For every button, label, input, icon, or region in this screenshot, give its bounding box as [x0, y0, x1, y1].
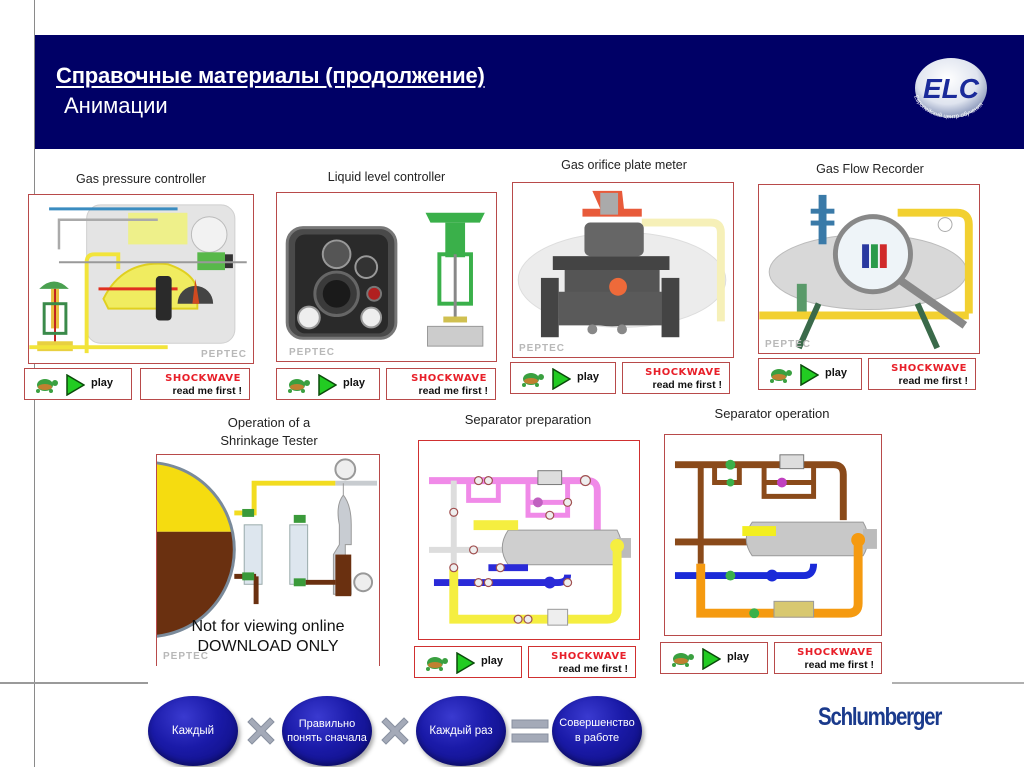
play-button[interactable]: play — [660, 642, 768, 674]
animation-preview[interactable] — [418, 440, 640, 640]
card-title: Gas Flow Recorder — [816, 162, 924, 176]
bottom-rule-left — [0, 682, 148, 684]
shockwave-label: SHOCKWAVE — [891, 363, 967, 374]
watermark: PEPTEC — [765, 339, 812, 350]
shockwave-info-button[interactable]: SHOCKWAVE read me first ! — [774, 642, 882, 674]
gas-orifice-plate-meter-diagram — [517, 190, 727, 338]
play-icon — [66, 374, 85, 396]
shockwave-label: SHOCKWAVE — [411, 373, 487, 384]
equals-icon — [511, 719, 549, 743]
play-button[interactable]: play — [758, 358, 862, 390]
shockwave-info-button[interactable]: SHOCKWAVE read me first ! — [140, 368, 250, 400]
play-icon — [552, 368, 571, 390]
card-title: Separator operation — [714, 406, 830, 421]
animation-card-shrinkage-tester: Operation of a Shrinkage Tester — [156, 414, 382, 684]
animation-card-gas-flow-recorder: Gas Flow Recorder PEPTEC — [758, 162, 982, 392]
elc-logo-text: ELC — [923, 73, 980, 104]
play-label: play — [825, 367, 848, 379]
shockwave-sub-label: read me first ! — [172, 385, 242, 397]
animation-preview[interactable]: PEPTEC — [512, 182, 734, 358]
animation-card-liquid-level-controller: Liquid level controller PEPTEC — [276, 168, 497, 402]
shockwave-label: SHOCKWAVE — [165, 373, 241, 384]
animation-preview[interactable]: PEPTEC — [28, 194, 254, 364]
formula-term-1: Каждый — [148, 696, 238, 766]
turtle-icon — [288, 379, 310, 393]
animation-preview[interactable]: PEPTEC — [276, 192, 497, 362]
play-button[interactable]: play — [24, 368, 132, 400]
elc-logo: ELC Европейский центр обучения — [912, 58, 987, 120]
multiply-icon — [247, 717, 275, 745]
page-title: Справочные материалы (продолжение) — [56, 63, 485, 88]
schlumberger-logo: Schlumberger — [818, 703, 942, 731]
play-button[interactable]: play — [510, 362, 616, 394]
gas-flow-recorder-diagram — [759, 194, 973, 350]
turtle-icon — [672, 653, 694, 667]
animation-preview[interactable]: Not for viewing online DOWNLOAD ONLY PEP… — [156, 454, 380, 666]
shockwave-sub-label: read me first ! — [558, 663, 628, 675]
play-icon — [800, 364, 819, 386]
watermark: PEPTEC — [201, 349, 248, 360]
card-title: Gas orifice plate meter — [561, 158, 687, 172]
formula-term-4: Совершенство в работе — [552, 696, 642, 766]
animation-preview[interactable]: PEPTEC — [758, 184, 980, 354]
animation-card-gas-orifice-plate-meter: Gas orifice plate meter PEPTEC — [510, 156, 736, 396]
card-title: Separator preparation — [464, 412, 592, 427]
turtle-icon — [426, 657, 448, 671]
play-label: play — [727, 651, 750, 663]
play-label: play — [481, 655, 504, 667]
card-title-line1: Operation of a — [227, 415, 311, 430]
card-title: Operation of a Shrinkage Tester — [156, 414, 382, 450]
separator-operation-diagram — [674, 454, 877, 619]
turtle-icon — [522, 373, 544, 387]
shockwave-info-button[interactable]: SHOCKWAVE read me first ! — [622, 362, 730, 394]
shockwave-sub-label: read me first ! — [804, 659, 874, 671]
separator-preparation-diagram — [429, 470, 631, 626]
watermark: PEPTEC — [289, 347, 336, 358]
bottom-rule-right — [892, 682, 1024, 684]
play-button[interactable]: play — [414, 646, 522, 678]
play-label: play — [91, 377, 114, 389]
shockwave-sub-label: read me first ! — [898, 375, 968, 387]
animation-card-separator-operation: Separator operation — [660, 404, 884, 682]
page-subtitle: Анимации — [64, 93, 168, 118]
animation-preview[interactable] — [664, 434, 882, 636]
shockwave-label: SHOCKWAVE — [645, 367, 721, 378]
multiply-icon — [381, 717, 409, 745]
shockwave-info-button[interactable]: SHOCKWAVE read me first ! — [528, 646, 636, 678]
gas-pressure-controller-diagram — [29, 204, 247, 354]
liquid-level-controller-diagram — [285, 212, 485, 347]
card-title: Gas pressure controller — [76, 172, 206, 186]
shockwave-info-button[interactable]: SHOCKWAVE read me first ! — [386, 368, 496, 400]
play-label: play — [343, 377, 366, 389]
watermark: PEPTEC — [163, 651, 210, 662]
turtle-icon — [770, 369, 792, 383]
animation-card-gas-pressure-controller: Gas pressure controller — [24, 170, 254, 402]
card-title-line2: Shrinkage Tester — [220, 433, 318, 448]
play-icon — [702, 648, 721, 670]
formula-term-3: Каждый раз — [416, 696, 506, 766]
formula-term-2: Правильно понять сначала — [282, 696, 372, 766]
play-button[interactable]: play — [276, 368, 380, 400]
shockwave-info-button[interactable]: SHOCKWAVE read me first ! — [868, 358, 976, 390]
turtle-icon — [36, 379, 58, 393]
shockwave-label: SHOCKWAVE — [797, 647, 873, 658]
play-label: play — [577, 371, 600, 383]
watermark: PEPTEC — [519, 343, 566, 354]
shockwave-sub-label: read me first ! — [652, 379, 722, 391]
shrinkage-tester-diagram — [157, 458, 378, 638]
shockwave-label: SHOCKWAVE — [551, 651, 627, 662]
not-online-notice: Not for viewing online — [191, 618, 345, 635]
shockwave-sub-label: read me first ! — [418, 385, 488, 397]
card-title: Liquid level controller — [327, 170, 446, 184]
header-banner: Справочные материалы (продолжение) Анима… — [35, 35, 1024, 149]
download-only-notice: DOWNLOAD ONLY — [197, 638, 339, 655]
play-icon — [318, 374, 337, 396]
animation-card-separator-preparation: Separator preparation — [414, 410, 642, 684]
play-icon — [456, 652, 475, 674]
